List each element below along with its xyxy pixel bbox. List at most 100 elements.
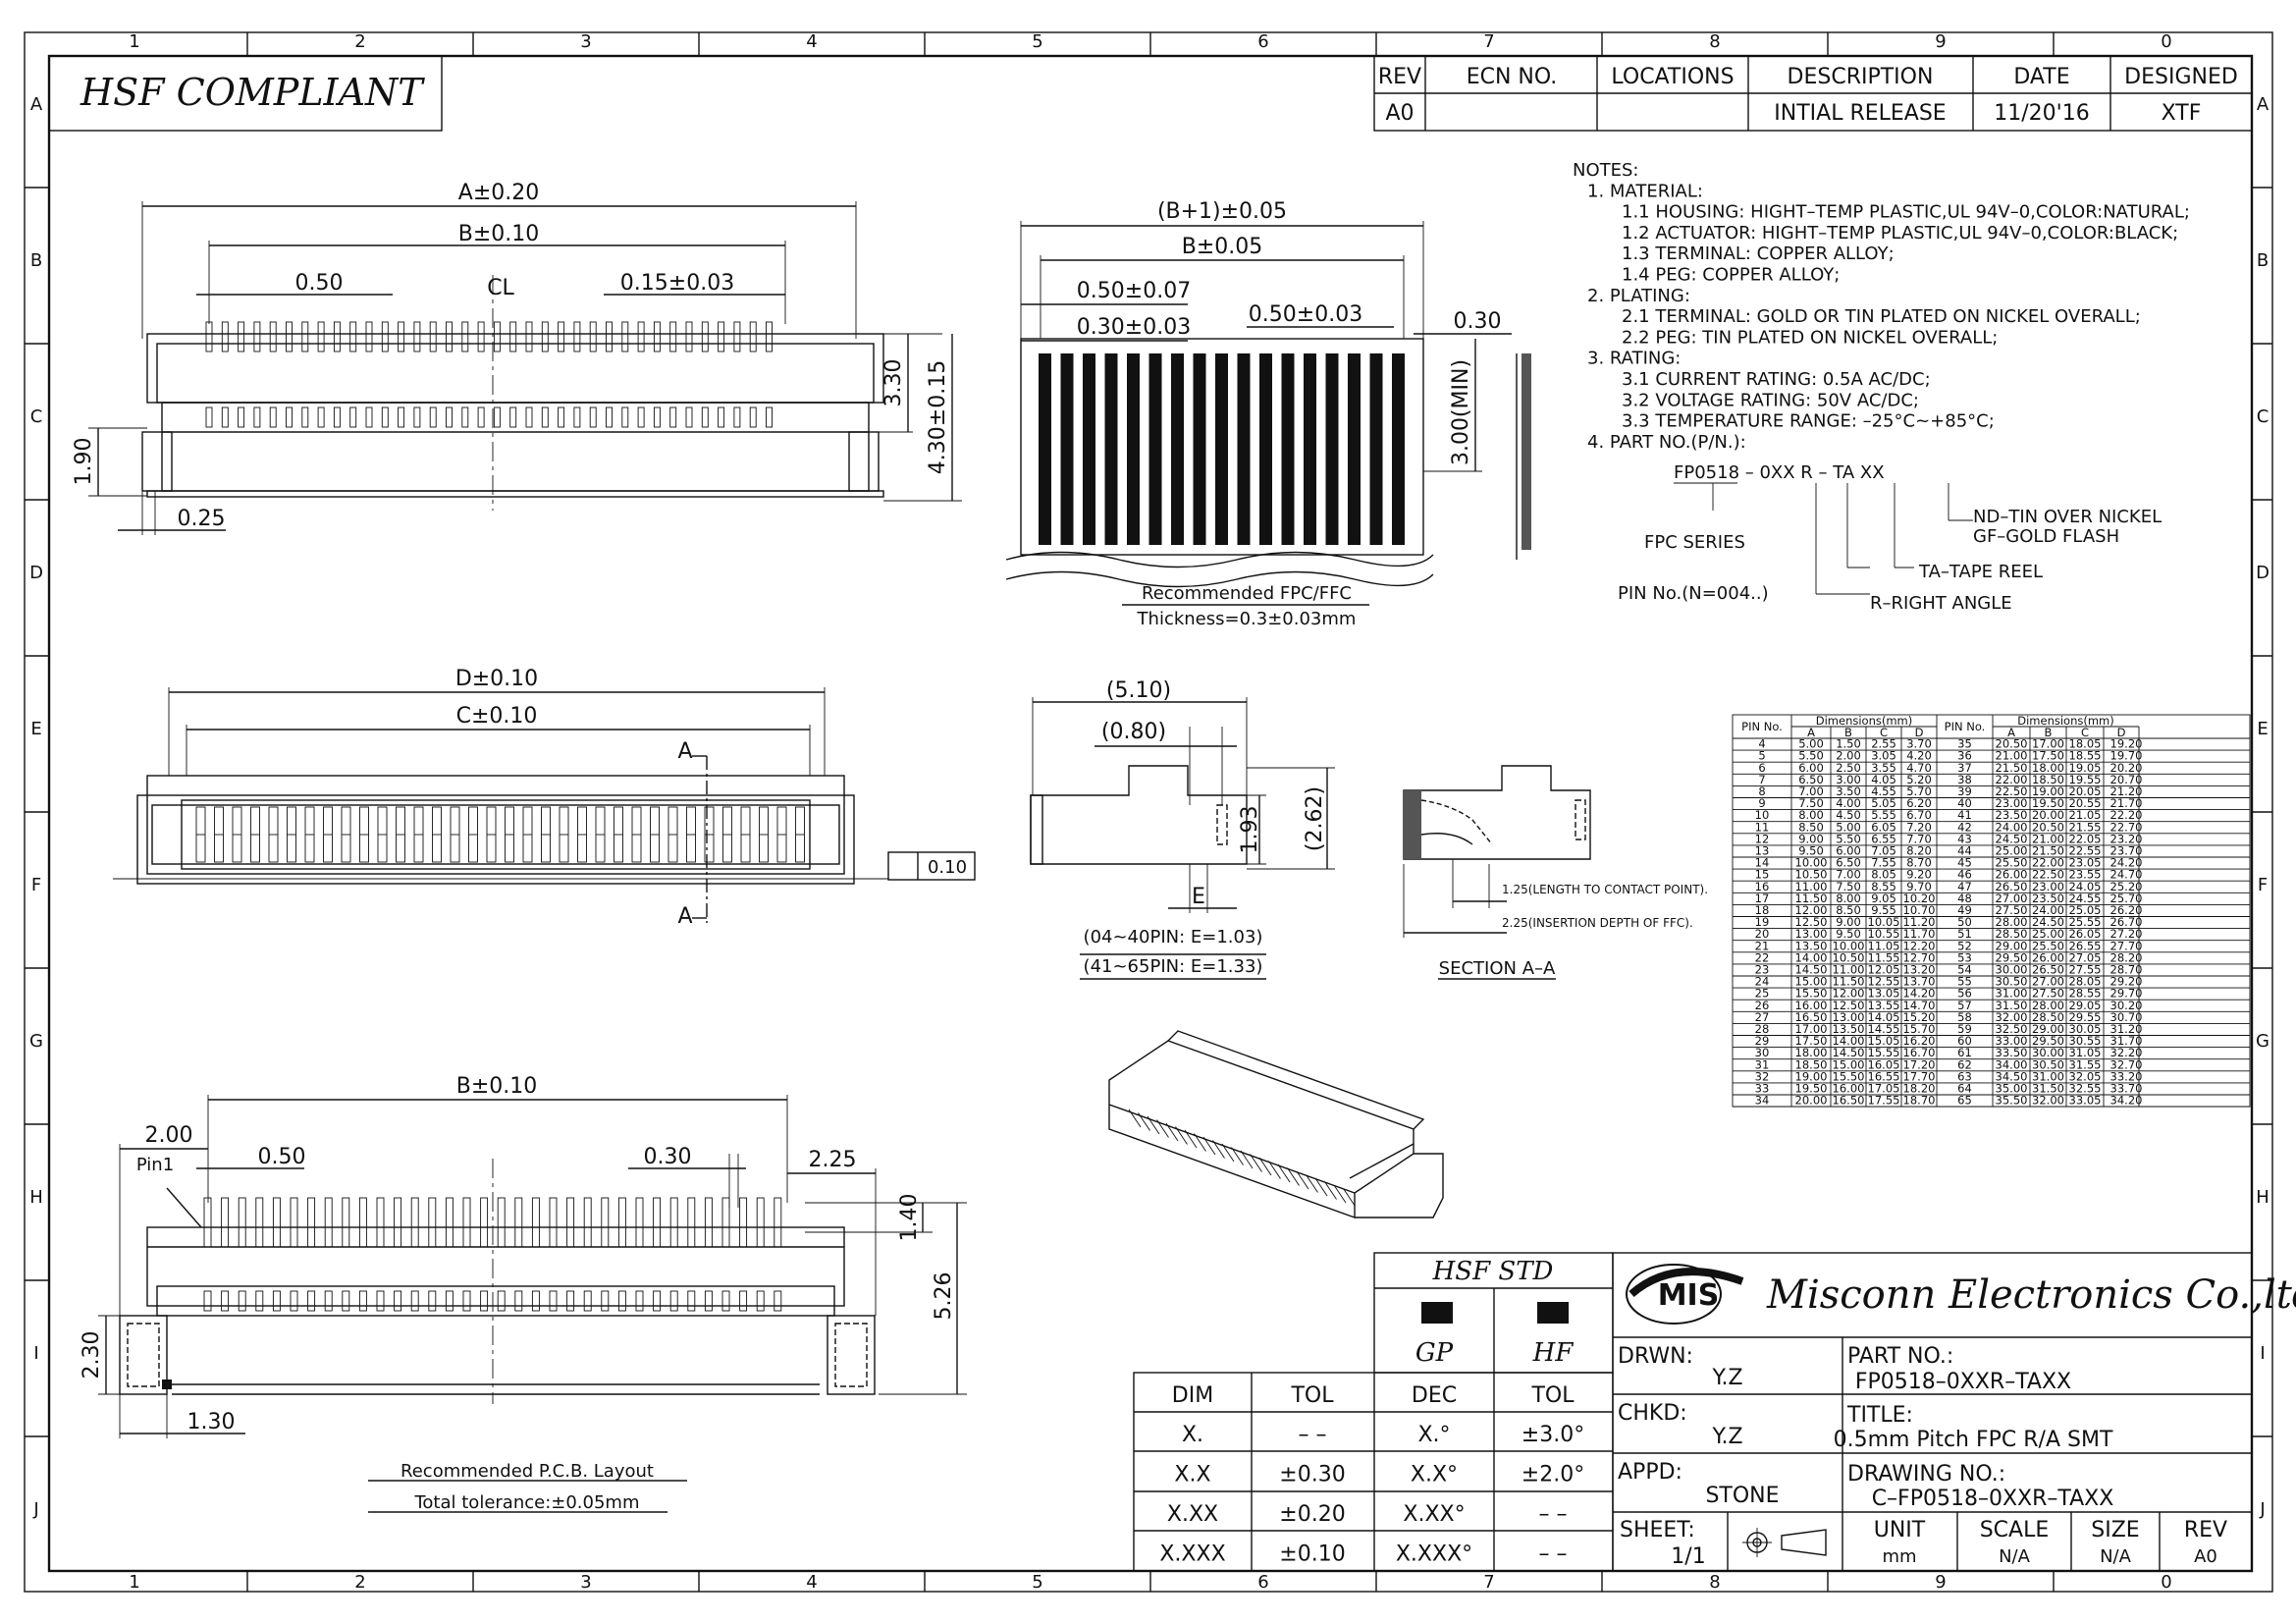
zone-row-label: E (2257, 719, 2268, 739)
pcb-dim-230: 2.30 (80, 1331, 104, 1380)
table-cell: 18.70 (1903, 1094, 1936, 1108)
table-cell: 8.20 (1906, 844, 1932, 858)
table-cell: 26.50 (1996, 880, 2028, 893)
table-cell: 18.55 (2069, 749, 2102, 763)
table-cell: 31.00 (2032, 1069, 2064, 1083)
table-cell: 12.50 (1795, 915, 1828, 929)
pcb-dim-050: 0.50 (258, 1145, 306, 1169)
table-cell: 17.20 (1903, 1057, 1936, 1071)
zone-col-label: 5 (1032, 31, 1042, 52)
table-dim-header: Dimensions(mm) (2017, 714, 2114, 728)
table-cell: 10.55 (1868, 927, 1900, 941)
table-cell: 50 (1957, 915, 1972, 929)
zone-row-label: C (30, 406, 43, 427)
note-line: 2. PLATING: (1587, 286, 1690, 306)
table-cell: 15.50 (1833, 1069, 1865, 1083)
chkd-value: Y.Z (1711, 1425, 1742, 1449)
table-cell: 3.55 (1871, 761, 1896, 775)
table-cell: 5.50 (1836, 832, 1861, 845)
rev-label: REV (2184, 1518, 2227, 1542)
table-cell: 14 (1755, 856, 1770, 870)
table-cell: 15.50 (1795, 987, 1828, 1001)
table-cell: 10.70 (1903, 903, 1936, 917)
table-cell: 10.05 (1868, 915, 1900, 929)
note-line: 3.1 CURRENT RATING: 0.5A AC/DC; (1622, 369, 1931, 390)
table-cell: 21.00 (2032, 832, 2064, 845)
table-cell: 8.00 (1836, 892, 1861, 905)
table-cell: 26.00 (2032, 950, 2064, 964)
table-cell: 19.50 (2032, 796, 2064, 810)
table-cell: 8.50 (1798, 820, 1824, 834)
isometric-view (1108, 1030, 1444, 1218)
table-cell: 22.20 (2110, 808, 2143, 822)
table-cell: 34.00 (1996, 1057, 2028, 1071)
table-cell: 20.70 (2110, 773, 2143, 786)
partno-tin-nickel: ND–TIN OVER NICKEL (1973, 507, 2162, 527)
table-cell: 21.20 (2110, 784, 2143, 798)
scale-value: N/A (1999, 1546, 2031, 1567)
hf-label: HF (1532, 1338, 1575, 1368)
table-cell: 25.00 (2032, 927, 2064, 941)
table-cell: 18.20 (1903, 1082, 1936, 1096)
table-cell: 29.50 (2032, 1034, 2064, 1048)
hf-mark-icon (1537, 1302, 1569, 1324)
table-cell: 16.20 (1903, 1034, 1936, 1048)
side-view (1030, 697, 1335, 980)
table-cell: 30.05 (2069, 1022, 2102, 1036)
table-cell: 24.00 (1996, 820, 2028, 834)
note-line: 1.1 HOUSING: HIGHT–TEMP PLASTIC,UL 94V–0… (1622, 202, 2190, 223)
zone-col-label: 6 (1257, 1572, 1268, 1593)
table-cell: 22.70 (2110, 820, 2143, 834)
table-cell: 31.70 (2110, 1034, 2143, 1048)
table-cell: 20.20 (2110, 761, 2143, 775)
table-cell: 39 (1957, 784, 1972, 798)
table-cell: 5.00 (1798, 737, 1824, 751)
table-cell: 33.50 (1996, 1046, 2028, 1059)
dim-c: C±0.10 (456, 704, 538, 729)
pcb-caption-title: Recommended P.C.B. Layout (400, 1461, 654, 1482)
table-col-header: C (2081, 726, 2089, 739)
table-cell: 63 (1957, 1069, 1972, 1083)
company-name: Misconn Electronics Co.,ltd. (1766, 1272, 2296, 1318)
table-cell: 27.70 (2110, 939, 2143, 952)
dimension-table: PIN No.PIN No.Dimensions(mm)Dimensions(m… (1732, 714, 2251, 1108)
table-cell: 30 (1755, 1046, 1770, 1059)
table-cell: 13.50 (1795, 939, 1828, 952)
table-cell: 34 (1755, 1094, 1770, 1108)
dim-030: 0.30 (1454, 309, 1502, 334)
table-pin-header: PIN No. (1945, 720, 1986, 733)
partno-code: FP0518 – 0XX R – TA XX (1674, 462, 1885, 483)
table-cell: 12 (1755, 832, 1770, 845)
zone-col-label: 0 (2161, 1572, 2171, 1593)
table-cell: 28.50 (1996, 927, 2028, 941)
table-cell: 24.50 (1996, 832, 2028, 845)
table-cell: 15.00 (1833, 1057, 1865, 1071)
table-cell: 11.00 (1833, 963, 1865, 977)
table-cell: 17 (1755, 892, 1770, 905)
table-cell: 64 (1957, 1082, 1972, 1096)
table-cell: 24.70 (2110, 868, 2143, 882)
table-cell: 19.00 (2032, 784, 2064, 798)
tol-header: DEC (1412, 1383, 1457, 1408)
table-cell: 30.50 (1996, 975, 2028, 989)
table-cell: 12.05 (1868, 963, 1900, 977)
table-cell: 5 (1758, 749, 1765, 763)
table-cell: 10.50 (1795, 868, 1828, 882)
table-cell: 17.00 (1795, 1022, 1828, 1036)
table-cell: 18 (1755, 903, 1770, 917)
table-cell: 32.05 (2069, 1069, 2102, 1083)
table-cell: 23.50 (1996, 808, 2028, 822)
table-cell: 6.05 (1871, 820, 1896, 834)
table-cell: 6.50 (1836, 856, 1861, 870)
table-cell: 25.70 (2110, 892, 2143, 905)
table-cell: 20.00 (1795, 1094, 1828, 1108)
table-cell: 14.50 (1795, 963, 1828, 977)
table-cell: 9.50 (1798, 844, 1824, 858)
flatness-value: 0.10 (928, 857, 967, 878)
table-cell: 4.55 (1871, 784, 1896, 798)
table-cell: 5.05 (1871, 796, 1896, 810)
table-cell: 25.20 (2110, 880, 2143, 893)
table-cell: 28.20 (2110, 950, 2143, 964)
table-col-header: B (2045, 726, 2053, 739)
table-cell: 28 (1755, 1022, 1770, 1036)
